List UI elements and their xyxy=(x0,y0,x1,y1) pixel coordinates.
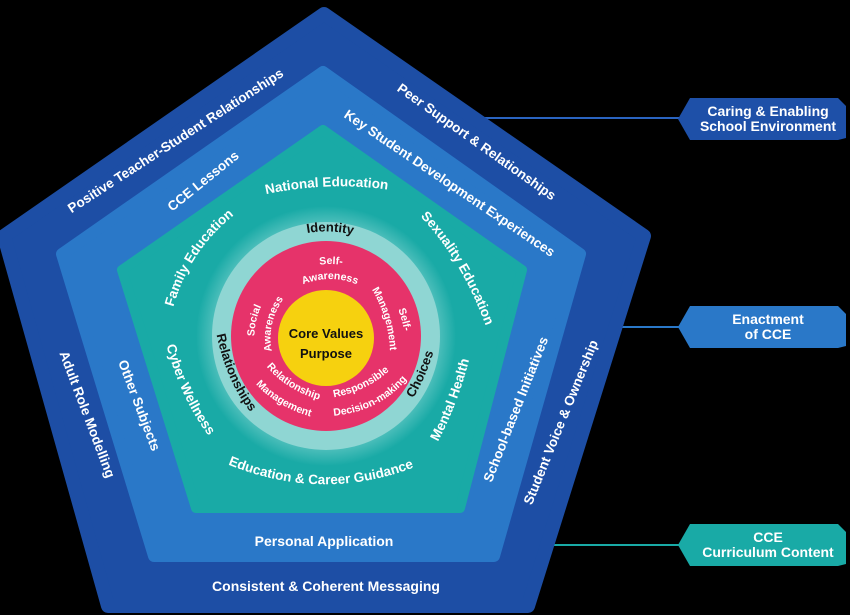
core-circle xyxy=(278,290,374,386)
consistent-messaging-label: Consistent & Coherent Messaging xyxy=(212,578,440,594)
environment-callout-box xyxy=(678,98,846,140)
environment-callout-line2: School Environment xyxy=(699,118,837,134)
content-callout-line2: Curriculum Content xyxy=(702,544,834,560)
purpose-label: Purpose xyxy=(300,346,352,361)
self-awareness-line1: Self- xyxy=(319,255,345,268)
content-callout: CCE Curriculum Content xyxy=(692,524,844,566)
personal-application-label: Personal Application xyxy=(255,533,394,549)
content-callout-line1: CCE xyxy=(753,529,783,545)
enactment-callout-line1: Enactment xyxy=(732,311,804,327)
self-awareness-line2: Awareness xyxy=(300,270,360,287)
environment-callout-line1: Caring & Enabling xyxy=(707,103,829,119)
content-callout-box xyxy=(678,524,846,566)
core-values-label: Core Values xyxy=(289,326,363,341)
enactment-callout: Enactment of CCE xyxy=(692,306,844,348)
self-awareness-label-2: Awareness xyxy=(300,270,360,287)
environment-callout: Caring & Enabling School Environment xyxy=(692,98,844,140)
self-awareness-label-1: Self- xyxy=(319,255,345,268)
enactment-callout-box xyxy=(678,306,846,348)
enactment-callout-line2: of CCE xyxy=(744,326,792,342)
